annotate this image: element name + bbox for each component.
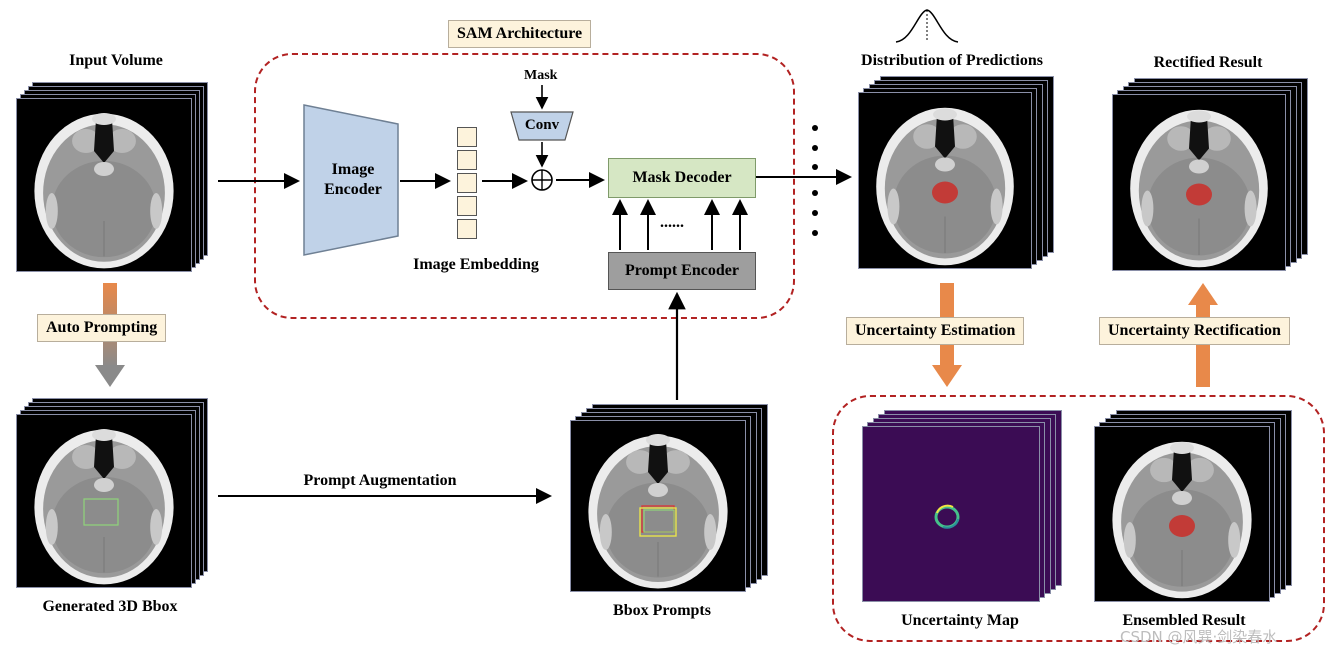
embedding-cell — [457, 173, 477, 193]
input-ct-slice — [16, 98, 192, 272]
ensembled-ct-slice — [1094, 426, 1270, 602]
embedding-cell — [457, 196, 477, 216]
dot — [812, 190, 818, 196]
distribution-label: Distribution of Predictions — [861, 52, 1043, 69]
embedding-cell — [457, 150, 477, 170]
bbox-prompts-stack — [570, 404, 770, 596]
uncertainty-estimation-badge: Uncertainty Estimation — [846, 317, 1025, 345]
uncertainty-map-image — [862, 426, 1040, 602]
image-encoder-label: Image Encoder — [324, 161, 382, 198]
embedding-cell — [457, 127, 477, 147]
conv-label: Conv — [524, 117, 560, 133]
generated-bbox-label: Generated 3D Bbox — [42, 598, 178, 615]
dot — [812, 125, 818, 131]
ellipsis: ...... — [660, 214, 684, 231]
uncertainty-region — [832, 395, 1325, 642]
sam-architecture-region — [254, 53, 795, 319]
conv-block: Conv — [510, 111, 574, 141]
rectified-ct-slice — [1112, 94, 1286, 271]
uncertainty-rectification-badge: Uncertainty Rectification — [1099, 317, 1290, 345]
auto-prompting-badge: Auto Prompting — [37, 314, 167, 342]
dot — [812, 230, 818, 236]
distribution-stack — [858, 76, 1058, 276]
distribution-ct-slice — [858, 92, 1032, 269]
image-embedding-label: Image Embedding — [413, 256, 539, 273]
rectified-stack — [1112, 78, 1312, 278]
dot — [812, 210, 818, 216]
input-volume-label: Input Volume — [69, 52, 163, 69]
bbox-prompts-ct-slice — [570, 420, 746, 592]
dot — [812, 164, 818, 170]
rectified-label: Rectified Result — [1153, 54, 1263, 71]
mask-label: Mask — [524, 68, 558, 83]
image-encoder-block: Image Encoder — [303, 104, 399, 256]
bbox-prompts-label: Bbox Prompts — [613, 602, 711, 619]
prompt-augmentation-label: Prompt Augmentation — [303, 472, 457, 489]
uncertainty-map-stack — [862, 410, 1062, 610]
generated-bbox-stack — [16, 398, 216, 590]
uncertainty-map-label: Uncertainty Map — [901, 612, 1019, 629]
prompt-encoder-block: Prompt Encoder — [608, 252, 756, 290]
input-volume-stack — [16, 82, 216, 274]
dot — [812, 145, 818, 151]
sam-architecture-badge: SAM Architecture — [448, 20, 592, 48]
mask-decoder-block: Mask Decoder — [608, 158, 756, 198]
ensembled-stack — [1094, 410, 1294, 610]
bbox-ct-slice — [16, 414, 192, 588]
watermark: CSDN @风巽·剑染春水 — [1120, 628, 1278, 646]
embedding-cell — [457, 219, 477, 239]
ensembled-label: Ensembled Result — [1122, 612, 1246, 629]
